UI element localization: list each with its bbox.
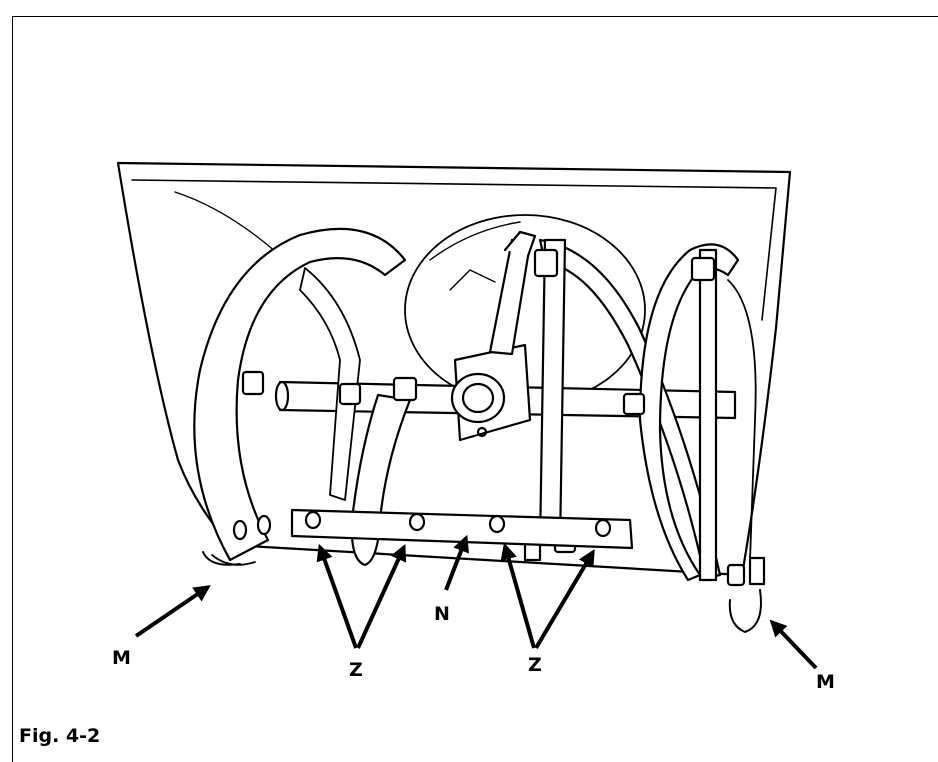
- housing-outline: [116, 161, 792, 577]
- callout-z-right: Z: [528, 654, 542, 676]
- scraper-bar: [290, 508, 634, 550]
- callout-m-right: M: [816, 671, 835, 693]
- gearbox-cap: [450, 372, 506, 424]
- arrow-z-left-b: [356, 543, 407, 649]
- callout-n: N: [434, 603, 450, 625]
- arrow-n: [444, 534, 470, 591]
- arrow-z-right-b: [534, 549, 595, 650]
- left-skid-shoe: [202, 551, 241, 566]
- drive-shaft: [488, 238, 532, 356]
- arrow-z-left-a: [316, 543, 358, 649]
- right-skid-shoe: [728, 589, 762, 633]
- figure-caption: Fig. 4-2: [19, 725, 101, 747]
- arrow-m-right: [769, 619, 818, 670]
- far-right-auger: [638, 243, 740, 582]
- left-auger-spiral: [193, 227, 407, 562]
- arrow-z-right-a: [500, 542, 536, 649]
- figure-frame: [12, 16, 938, 762]
- callout-m-left: M: [112, 647, 131, 669]
- housing-inner-lip: [131, 179, 777, 321]
- callout-z-left: Z: [349, 659, 363, 681]
- arrow-m-left: [134, 585, 211, 638]
